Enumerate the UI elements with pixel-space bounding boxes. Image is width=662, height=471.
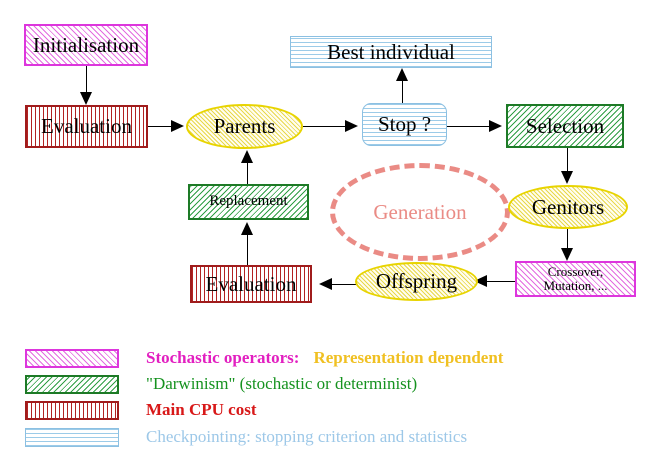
edge-genitors-to-crossover	[567, 229, 568, 250]
legend-row-main-cpu-cost: Main CPU cost	[25, 400, 256, 420]
legend-swatch-red	[25, 400, 119, 420]
node-best-individual[interactable]: Best individual	[290, 36, 492, 68]
edge-initialisation-to-evaluation	[86, 66, 87, 94]
node-best-individual-label: Best individual	[327, 39, 455, 64]
node-replacement[interactable]: Replacement	[188, 184, 309, 220]
edge-offspring-to-evaluation	[332, 284, 356, 285]
node-selection-label: Selection	[525, 113, 605, 138]
legend-label-darwinism: "Darwinism" (stochastic or determinist)	[146, 374, 418, 393]
edge-parents-to-stop	[303, 126, 345, 127]
legend-swatch-green	[25, 374, 119, 394]
legend-label-representation-dependent: Representation dependent	[313, 348, 504, 367]
node-crossover-mutation[interactable]: Crossover, Mutation, ...	[515, 261, 636, 297]
legend-label-stochastic-operators: Stochastic operators:	[146, 348, 300, 367]
node-selection[interactable]: Selection	[506, 104, 624, 148]
legend-swatch-blue	[25, 427, 119, 447]
node-offspring[interactable]: Offspring	[355, 262, 478, 301]
edge-offspring-to-evaluation-arrowhead	[319, 278, 332, 290]
edge-replacement-to-parents	[247, 162, 248, 184]
edge-stop-to-selection-arrowhead	[489, 120, 502, 132]
edge-evaluation-to-parents-arrowhead	[171, 120, 184, 132]
edge-genitors-to-crossover-arrowhead	[561, 248, 573, 261]
node-generation-label: Generation	[373, 199, 467, 224]
edge-evaluation-to-replacement-arrowhead	[241, 222, 253, 235]
edge-stop-to-best-individual-arrowhead	[396, 68, 408, 81]
node-initialisation[interactable]: Initialisation	[24, 24, 148, 66]
edge-replacement-to-parents-arrowhead	[241, 150, 253, 163]
legend-label-checkpointing: Checkpointing: stopping criterion and st…	[146, 427, 468, 446]
node-parents-label: Parents	[213, 114, 276, 139]
edge-selection-to-genitors	[567, 148, 568, 173]
edge-stop-to-selection	[447, 126, 490, 127]
edge-selection-to-genitors-arrowhead	[561, 171, 573, 184]
legend-row-stochastic-operators: Stochastic operators: Representation dep…	[25, 348, 503, 368]
edge-evaluation-to-replacement	[247, 234, 248, 265]
node-initialisation-label: Initialisation	[32, 32, 140, 57]
node-stop-label: Stop ?	[377, 112, 432, 137]
node-evaluation-top[interactable]: Evaluation	[25, 105, 148, 148]
edge-initialisation-to-evaluation-arrowhead	[80, 92, 92, 105]
node-evaluation-bottom[interactable]: Evaluation	[190, 265, 312, 303]
node-genitors-label: Genitors	[531, 194, 605, 219]
node-stop[interactable]: Stop ?	[362, 103, 447, 146]
node-generation: Generation	[330, 163, 510, 261]
node-evaluation-top-label: Evaluation	[41, 114, 132, 139]
legend-swatch-magenta	[25, 348, 119, 368]
node-parents[interactable]: Parents	[186, 104, 303, 149]
node-offspring-label: Offspring	[375, 269, 458, 294]
node-crossover-mutation-label-line1: Crossover,	[547, 264, 604, 280]
node-genitors[interactable]: Genitors	[508, 185, 628, 229]
edge-evaluation-to-parents	[148, 126, 173, 127]
legend-label-main-cpu-cost: Main CPU cost	[146, 400, 257, 419]
edge-parents-to-stop-arrowhead	[345, 120, 358, 132]
node-replacement-label: Replacement	[209, 193, 288, 210]
node-crossover-mutation-label-line2: Mutation, ...	[543, 278, 608, 293]
edge-crossover-to-offspring	[487, 281, 515, 282]
edge-stop-to-best-individual	[402, 80, 403, 104]
node-evaluation-bottom-label: Evaluation	[205, 271, 297, 296]
legend-row-checkpointing: Checkpointing: stopping criterion and st…	[25, 427, 467, 447]
legend-row-darwinism: "Darwinism" (stochastic or determinist)	[25, 374, 417, 394]
